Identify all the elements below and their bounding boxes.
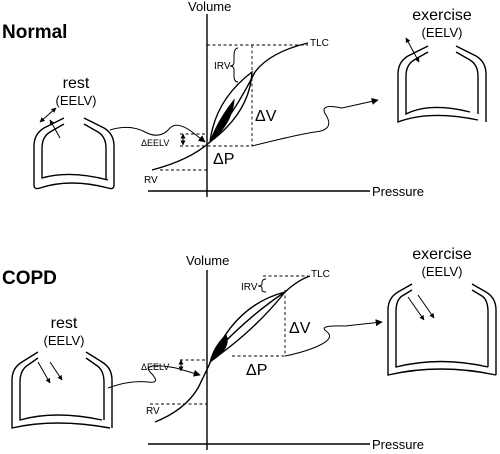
copd-exercise-eelv-label: (EELV) <box>422 264 463 279</box>
copd-rest-label: rest <box>51 315 78 332</box>
rest-arrow-icon <box>39 107 57 123</box>
copd-exercise-label: exercise <box>412 246 472 263</box>
copd-pressure-label: Pressure <box>372 437 424 452</box>
copd-irv-brace <box>257 278 267 293</box>
normal-rest-eelv-label: (EELV) <box>56 93 97 108</box>
copd-pv-curve <box>154 275 311 423</box>
copd-tlc-label: TLC <box>311 269 330 280</box>
normal-tlc-label: TLC <box>310 38 329 49</box>
normal-rest-label: rest <box>63 75 90 92</box>
normal-delta-v-label: ΔV <box>255 108 277 125</box>
normal-exercise-label: exercise <box>412 7 472 24</box>
copd-delta-eelv-label: ΔEELV <box>141 362 169 372</box>
copd-exercise-chest: exercise (EELV) <box>387 246 497 376</box>
copd-rest-chest: rest (EELV) <box>11 315 113 429</box>
copd-rv-label: RV <box>146 406 160 417</box>
normal-volume-label: Volume <box>188 0 231 14</box>
normal-pv-loop <box>209 70 253 143</box>
normal-resting-loop <box>208 98 235 144</box>
normal-delta-eelv-label: ΔEELV <box>141 138 169 148</box>
normal-pressure-label: Pressure <box>372 184 424 199</box>
copd-wavy-arrow-out <box>284 319 383 357</box>
copd-volume-label: Volume <box>186 253 229 268</box>
rest-arrow-icon <box>49 119 61 139</box>
normal-exercise-eelv-label: (EELV) <box>422 25 463 40</box>
normal-panel: Normal rest (EELV) Volume Pressure <box>2 0 487 199</box>
normal-wavy-arrow-out <box>251 97 379 147</box>
normal-wavy-arrow-in <box>109 124 206 143</box>
exercise-arrow-icon <box>407 296 425 321</box>
exercise-arrow-icon <box>417 294 435 319</box>
copd-rest-eelv-label: (EELV) <box>44 333 85 348</box>
normal-delta-p-label: ΔP <box>213 151 234 168</box>
normal-irv-label: IRV <box>214 61 231 72</box>
rest-arrow-icon <box>37 361 51 384</box>
normal-rv-label: RV <box>144 175 158 186</box>
copd-title: COPD <box>2 268 57 289</box>
copd-delta-p-label: ΔP <box>246 362 267 379</box>
copd-panel: COPD rest (EELV) Volume Pressure <box>2 246 497 452</box>
copd-resting-loop <box>209 334 228 364</box>
normal-exercise-chest: exercise (EELV) <box>397 7 487 124</box>
exercise-arrow-icon <box>405 37 420 63</box>
rest-arrow-icon <box>49 361 63 381</box>
copd-irv-label: IRV <box>241 282 258 293</box>
normal-irv-brace <box>229 47 239 83</box>
copd-delta-v-label: ΔV <box>289 320 311 337</box>
normal-rest-chest: rest (EELV) <box>33 75 115 190</box>
normal-title: Normal <box>2 22 67 43</box>
copd-wavy-arrow-in <box>107 365 201 389</box>
